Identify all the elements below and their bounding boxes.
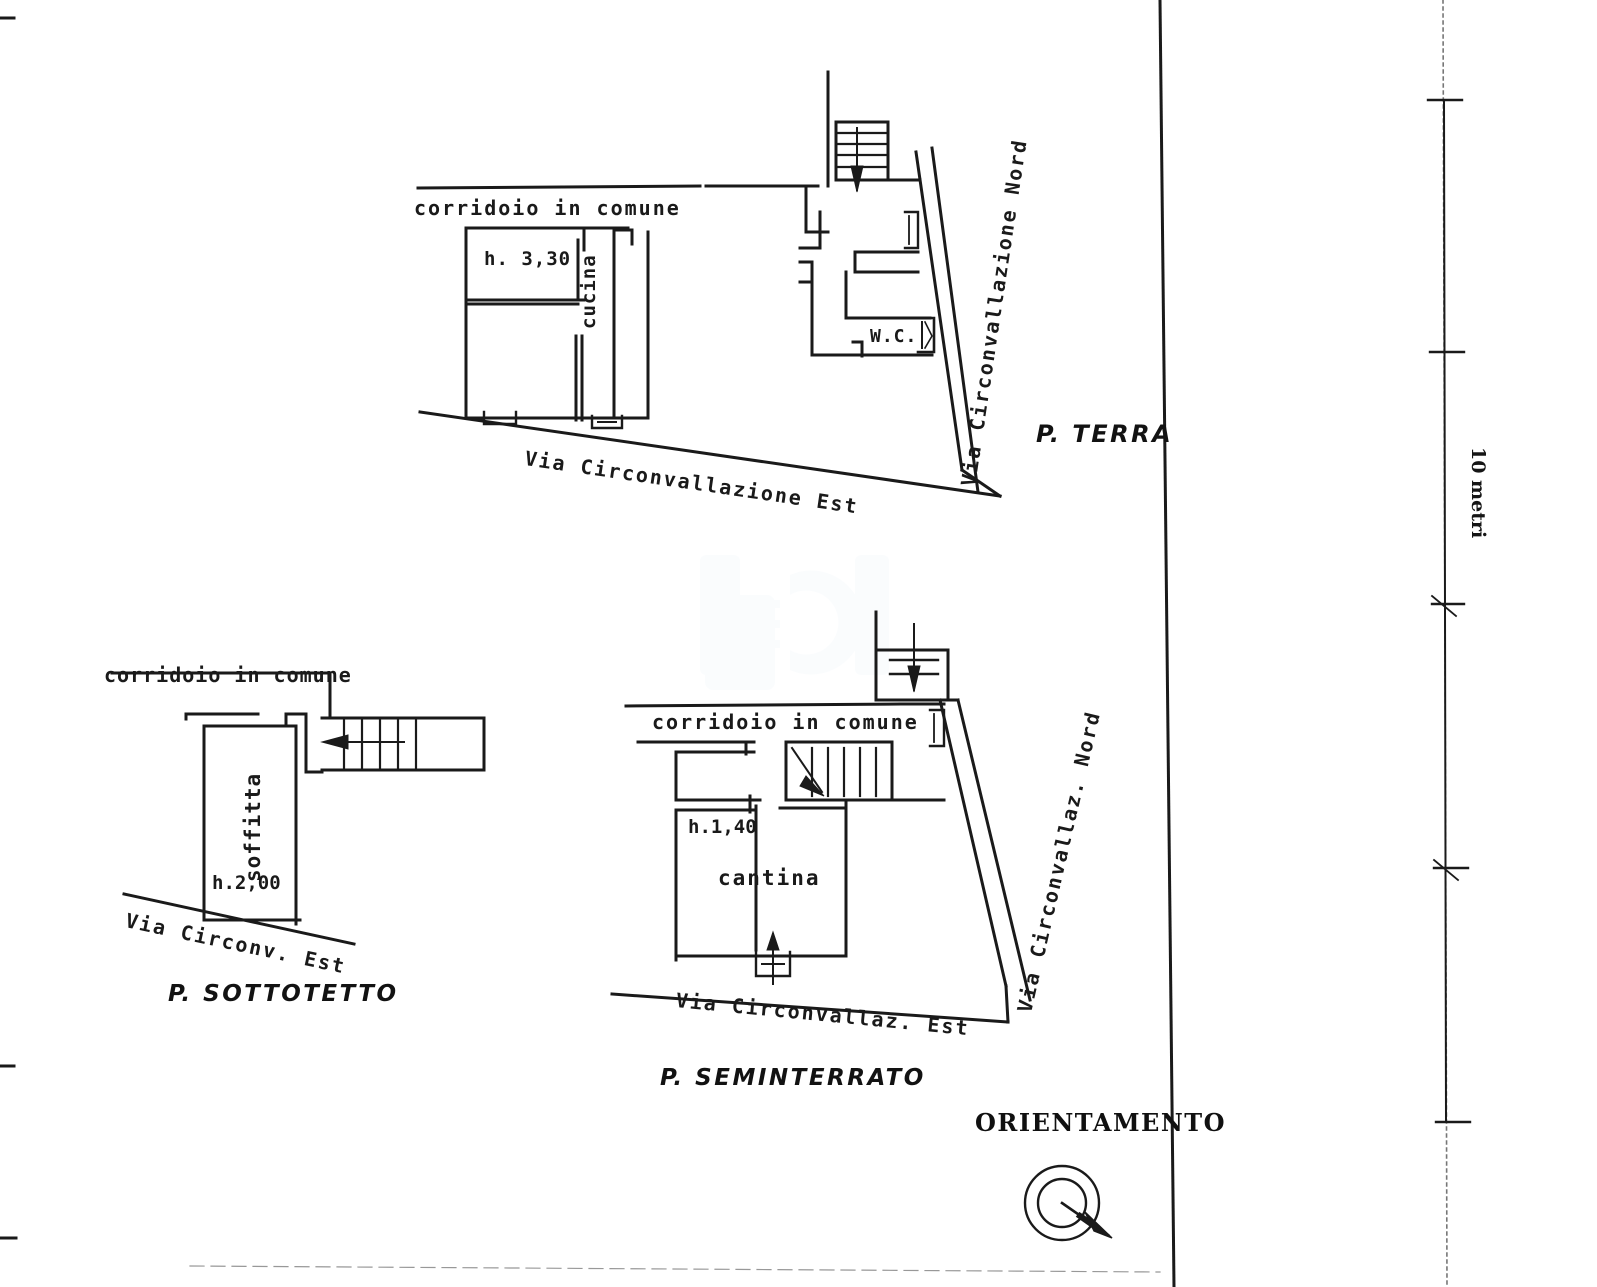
- caption-piano-terra: P. TERRA: [1036, 420, 1174, 448]
- label-height-piano-sottotetto: h.2,00: [212, 872, 281, 894]
- label-corridor-piano-sottotetto: corridoio in comune: [104, 663, 352, 687]
- compass-rose: [1023, 1164, 1113, 1242]
- scale-bar-label: 10 metri: [1467, 447, 1489, 539]
- label-room-piano-sottotetto: soffitta: [241, 772, 265, 882]
- plan-piano-seminterrato: [610, 610, 1032, 1024]
- label-corridor-piano-seminterrato: corridoio in comune: [652, 710, 919, 734]
- label-room-piano-seminterrato: cantina: [718, 866, 821, 890]
- label-height-piano-seminterrato: h.1,40: [688, 816, 757, 838]
- label-wc-piano-terra: W.C.: [870, 326, 918, 347]
- plan-piano-sottotetto: [110, 671, 486, 946]
- label-corridor-piano-terra: corridoio in comune: [414, 196, 681, 220]
- orientamento-title: ORIENTAMENTO: [975, 1108, 1227, 1137]
- sheet-border-line: [1158, 0, 1176, 1287]
- caption-piano-sottotetto: P. SOTTOTETTO: [168, 981, 399, 1007]
- scale-bar: [1426, 0, 1472, 1287]
- caption-piano-seminterrato: P. SEMINTERRATO: [660, 1065, 926, 1091]
- label-height-piano-terra: h. 3,30: [484, 248, 572, 270]
- plan-piano-terra: [416, 70, 1003, 499]
- label-kitchen-piano-terra: cucina: [578, 254, 600, 329]
